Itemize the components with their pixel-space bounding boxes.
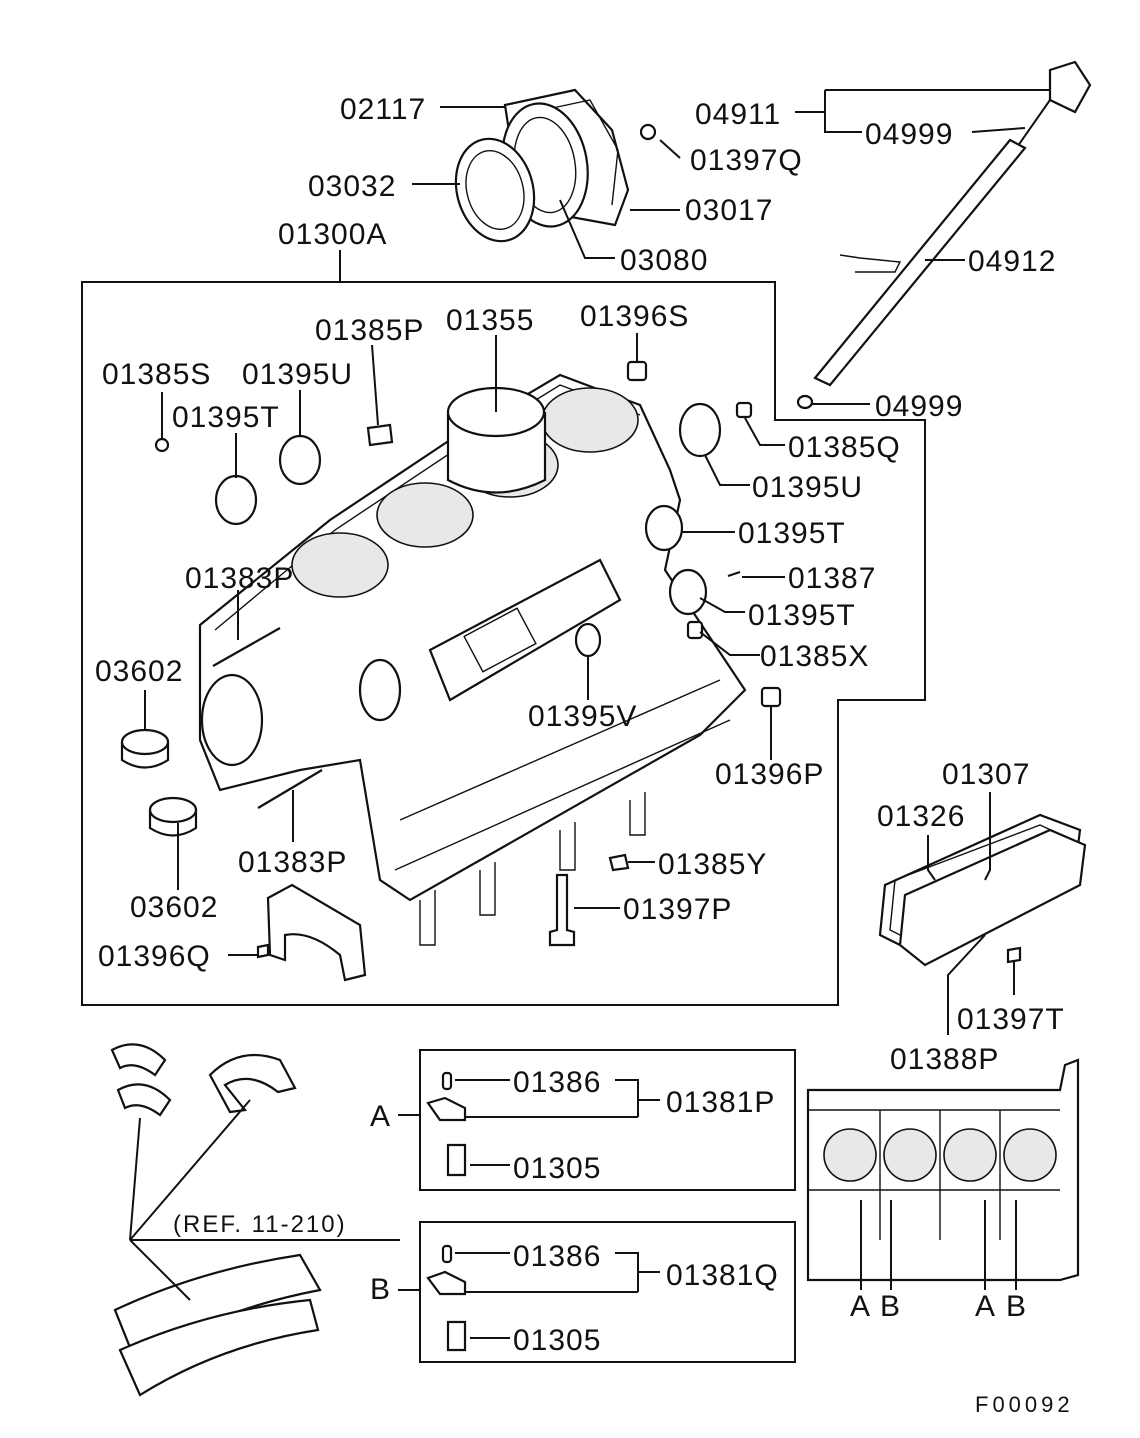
label-block-a1: A (850, 1290, 871, 1323)
plug-01385X (686, 620, 704, 640)
label-01387: 01387 (788, 562, 876, 595)
label-01381P: 01381P (666, 1086, 775, 1119)
figure-code: F00092 (975, 1392, 1074, 1417)
bushing-03602-b (148, 796, 198, 837)
bushing-03602-a (120, 728, 170, 769)
plug-01396P (760, 686, 782, 708)
bearing-cap (256, 883, 367, 982)
plug-01385Y (608, 853, 630, 872)
plug-01385S (154, 437, 170, 453)
label-01395U-b: 01395U (752, 471, 863, 504)
leader-lines (144, 89, 1050, 1035)
oil-level-gauge (796, 60, 1092, 410)
label-01307: 01307 (942, 758, 1030, 791)
oil-jet-a-parts (426, 1071, 660, 1177)
oil-pan-gasket (878, 813, 1087, 967)
plug-01385Q (735, 401, 753, 419)
label-01395U-a: 01395U (242, 358, 353, 391)
label-01396Q: 01396Q (98, 940, 211, 973)
label-01385P: 01385P (315, 314, 424, 347)
label-01395T-b: 01395T (738, 517, 846, 550)
label-04911: 04911 (695, 98, 781, 131)
label-01305-b: 01305 (513, 1324, 601, 1357)
plug-01395V (574, 622, 602, 658)
label-01385Y: 01385Y (658, 848, 767, 881)
label-03017: 03017 (685, 194, 773, 227)
part-labels: 02117 03032 01300A 01397Q 03017 03080 04… (95, 93, 1074, 1417)
label-01300A: 01300A (278, 218, 387, 251)
label-03602-a: 03602 (95, 655, 183, 688)
label-01396P: 01396P (715, 758, 824, 791)
label-01381Q: 01381Q (666, 1259, 779, 1292)
label-ref-11-210: (REF. 11-210) (173, 1211, 347, 1238)
label-03602-b: 03602 (130, 891, 218, 924)
plug-01395U-b (678, 402, 722, 458)
label-01355: 01355 (446, 304, 534, 337)
label-01395T-c: 01395T (748, 599, 856, 632)
label-01305-a: 01305 (513, 1152, 601, 1185)
label-01385S: 01385S (102, 358, 211, 391)
detail-box-b (419, 1221, 796, 1363)
label-01397P: 01397P (623, 893, 732, 926)
label-block-b2: B (1006, 1290, 1027, 1323)
label-03032: 03032 (308, 170, 396, 203)
plug-01385P (366, 423, 394, 447)
cylinder-block (198, 373, 747, 946)
label-01395T-a: 01395T (172, 401, 280, 434)
small-parts (154, 360, 782, 947)
label-box-b: B (370, 1273, 391, 1306)
label-04999-b: 04999 (875, 390, 963, 423)
label-01385Q: 01385Q (788, 431, 901, 464)
label-01383P-b: 01383P (238, 846, 347, 879)
label-block-a2: A (975, 1290, 996, 1323)
label-04999-a: 04999 (865, 118, 953, 151)
label-box-a: A (370, 1100, 391, 1133)
label-01385X: 01385X (760, 640, 869, 673)
main-bearings (110, 1043, 322, 1397)
label-block-b1: B (880, 1290, 901, 1323)
detail-box-a (419, 1049, 796, 1191)
plug-01395U-a (278, 434, 322, 486)
label-04912: 04912 (968, 245, 1056, 278)
block-bottom-view (806, 1058, 1080, 1290)
label-01388P: 01388P (890, 1043, 999, 1076)
label-02117: 02117 (340, 93, 426, 126)
stud-01383P-b (257, 769, 323, 809)
oil-jet-b-parts (426, 1244, 660, 1352)
plug-01395T-a (214, 474, 258, 526)
rear-oil-seal-case (454, 88, 657, 243)
label-01386-b: 01386 (513, 1240, 601, 1273)
label-01383P-a: 01383P (185, 562, 294, 595)
plug-01395T-b (644, 504, 684, 552)
block-assembly-frame (81, 281, 926, 1006)
plug-01396S (626, 360, 648, 382)
label-01397T: 01397T (957, 1003, 1065, 1036)
label-01395V: 01395V (528, 700, 637, 733)
label-01396S: 01396S (580, 300, 689, 333)
label-01326: 01326 (877, 800, 965, 833)
pin-01387 (727, 570, 741, 578)
bolt-01397P (548, 873, 576, 947)
label-01386-a: 01386 (513, 1066, 601, 1099)
plug-01395T-c (668, 568, 708, 616)
label-01397Q: 01397Q (690, 144, 803, 177)
label-03080: 03080 (620, 244, 708, 277)
stud-01383P-a (212, 627, 281, 667)
